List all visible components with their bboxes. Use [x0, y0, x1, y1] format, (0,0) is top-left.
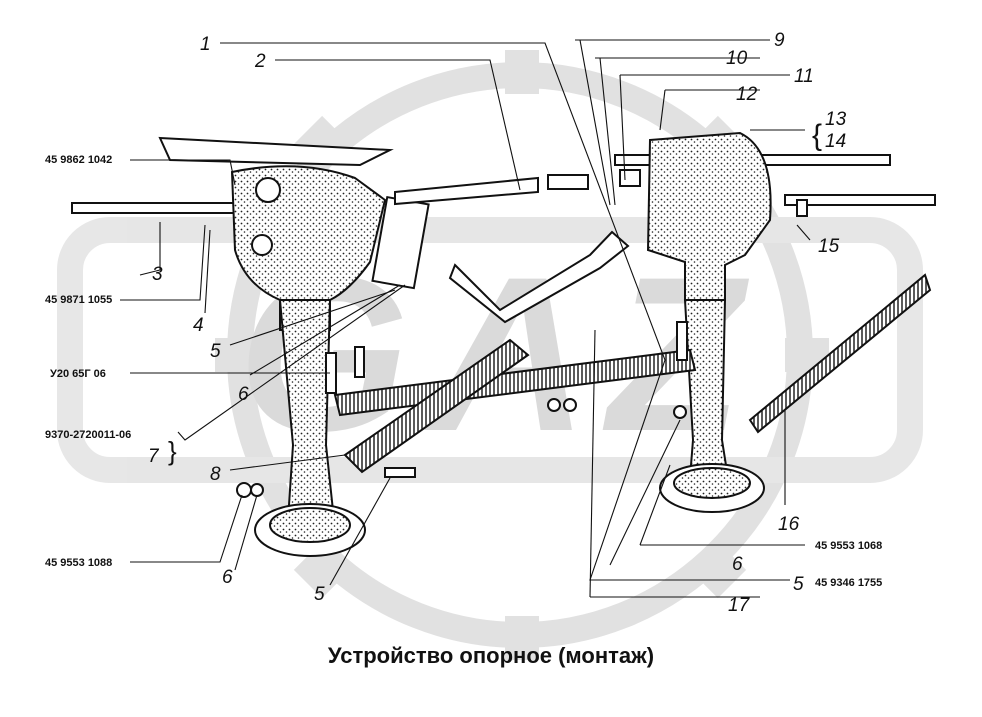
diagram-caption: Устройство опорное (монтаж) — [327, 643, 655, 668]
part-number-15: 15 — [818, 236, 840, 257]
part-number-2: 2 — [254, 51, 266, 72]
right-support-leg — [614, 131, 936, 513]
part-number-6: 6 — [222, 567, 233, 588]
part-number-11: 11 — [794, 66, 814, 87]
part-number-16: 16 — [778, 514, 800, 535]
part-number-8: 8 — [210, 464, 221, 485]
code-label: У20 65Г 06 — [50, 368, 106, 380]
part-number-13: 13 — [825, 109, 847, 130]
part-number-10: 10 — [726, 48, 748, 69]
part-number-6: 6 — [238, 384, 249, 405]
code-label: 45 9871 1055 — [45, 294, 112, 306]
part-number-1: 1 — [200, 34, 211, 55]
part-number-14: 14 — [825, 131, 846, 152]
part-number-4: 4 — [193, 315, 204, 336]
part-numbers: 1 2 3 4 5 6 7 8 6 5 9 10 11 12 13 14 15 … — [148, 30, 847, 616]
part-number-3: 3 — [152, 264, 163, 285]
code-label: 45 9553 1088 — [45, 557, 112, 569]
part-number-17: 17 — [728, 595, 751, 616]
left-support-leg — [71, 136, 430, 557]
code-label: 9370-2720011-06 — [45, 429, 131, 441]
code-label: 45 9862 1042 — [45, 154, 112, 166]
part-number-6: 6 — [732, 554, 743, 575]
leader-lines — [120, 39, 811, 598]
code-label: 45 9553 1068 — [815, 540, 882, 552]
part-number-5: 5 — [314, 584, 325, 605]
brace-7: } — [168, 436, 177, 466]
part-number-9: 9 — [774, 30, 785, 51]
part-number-7: 7 — [148, 446, 160, 467]
part-number-5: 5 — [210, 341, 221, 362]
part-number-12: 12 — [736, 84, 758, 105]
brace-13-14: { — [812, 119, 822, 152]
code-label: 45 9346 1755 — [815, 577, 882, 589]
part-number-5: 5 — [793, 574, 804, 595]
frame-bars — [236, 169, 932, 498]
catalog-codes: 45 9862 1042 45 9871 1055 У20 65Г 06 937… — [45, 154, 882, 589]
